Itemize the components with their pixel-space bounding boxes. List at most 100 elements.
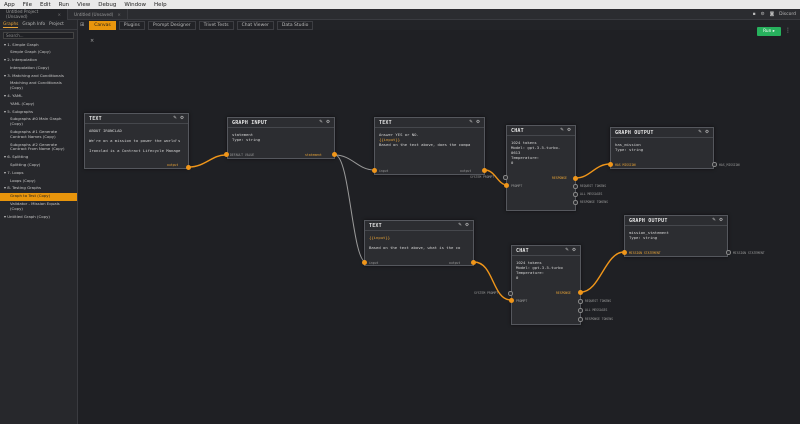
gear-icon[interactable]: ⚙ — [179, 116, 184, 121]
chevron-down-icon[interactable]: ▾ — [4, 108, 8, 114]
project-tab-untitled[interactable]: Untitled (Unsaved) × — [68, 8, 128, 20]
chevron-down-icon[interactable]: ▾ — [4, 169, 8, 175]
sidebar-item-graph[interactable]: Subgraphs #1 Generate Contract Names (Co… — [0, 129, 77, 142]
pin-icon[interactable]: ✎ — [712, 218, 716, 223]
menu-help[interactable]: Help — [154, 1, 167, 8]
node-header[interactable]: CHAT ✎⚙ — [507, 126, 575, 136]
output-port[interactable] — [573, 184, 578, 189]
chevron-down-icon[interactable]: ▾ — [4, 154, 8, 160]
tab-chat-viewer[interactable]: Chat Viewer — [236, 20, 274, 30]
graph-output-node-mission-statement[interactable]: GRAPH OUTPUT ✎⚙ mission_statement Type: … — [624, 215, 728, 257]
discord-link[interactable]: Discord — [779, 12, 796, 17]
pin-icon[interactable]: ✎ — [173, 116, 177, 121]
chat-node-1[interactable]: CHAT ✎⚙ 1024 tokens Model: gpt-3.5-turbo… — [506, 125, 576, 211]
folder-icon[interactable]: ▪ — [752, 12, 756, 17]
sidebar-tab-graph-info[interactable]: Graph Info — [22, 22, 46, 27]
sidebar-item-graph[interactable]: Graph to Test (Copy) — [0, 192, 77, 201]
tab-plugins[interactable]: Plugins — [118, 20, 145, 30]
input-port[interactable] — [362, 260, 367, 265]
output-port[interactable] — [578, 317, 583, 322]
gear-icon[interactable]: ⚙ — [566, 128, 571, 133]
input-port[interactable] — [372, 168, 377, 173]
input-port[interactable] — [622, 250, 627, 255]
node-header[interactable]: GRAPH OUTPUT ✎⚙ — [625, 216, 727, 226]
pin-icon[interactable]: ✎ — [458, 223, 462, 228]
menu-debug[interactable]: Debug — [98, 1, 117, 8]
output-port[interactable] — [186, 165, 191, 170]
tab-prompt-designer[interactable]: Prompt Designer — [147, 20, 196, 30]
sidebar-item-graph[interactable]: Interpolation (Copy) — [0, 64, 77, 72]
graph-icon[interactable]: ⊞ — [80, 22, 85, 28]
text-node-yes-no[interactable]: TEXT ✎⚙ Answer YES or NO. {{input}} Base… — [374, 117, 485, 175]
run-button[interactable]: Run ▸ — [757, 27, 781, 36]
output-port[interactable] — [578, 290, 583, 295]
graph-output-node-has-mission[interactable]: GRAPH OUTPUT ✎⚙ has_mission Type: string — [610, 127, 714, 169]
sidebar-search-input[interactable]: Search... — [3, 32, 74, 39]
output-port[interactable] — [726, 250, 731, 255]
sidebar-item-folder[interactable]: ▾ 3. Matching and Conditionals — [0, 72, 77, 80]
node-header[interactable]: GRAPH OUTPUT ✎⚙ — [611, 128, 713, 138]
input-port[interactable] — [503, 175, 508, 180]
gear-icon[interactable]: ⚙ — [571, 248, 576, 253]
input-port[interactable] — [608, 162, 613, 167]
pin-icon[interactable]: ✎ — [319, 120, 323, 125]
output-port[interactable] — [482, 168, 487, 173]
sidebar-item-graph[interactable]: Validator - Mission Equals (Copy) — [0, 201, 77, 214]
output-port[interactable] — [573, 192, 578, 197]
text-node-mission[interactable]: TEXT ✎⚙ {{input}} Based on the text abov… — [364, 220, 474, 266]
menu-view[interactable]: View — [77, 1, 91, 8]
sidebar-item-graph[interactable]: Loops (Copy) — [0, 177, 77, 185]
pin-icon[interactable]: ✎ — [469, 120, 473, 125]
node-header[interactable]: TEXT ✎⚙ — [375, 118, 484, 128]
more-options-icon[interactable]: ⋮ — [785, 27, 791, 34]
menu-app[interactable]: App — [4, 1, 15, 8]
node-header[interactable]: CHAT ✎⚙ — [512, 246, 580, 256]
pin-icon[interactable]: ✎ — [560, 128, 564, 133]
sidebar-item-folder[interactable]: ▾ 1. Simple Graph — [0, 41, 77, 49]
sidebar-item-graph[interactable]: Subgraphs #0 Main Graph (Copy) — [0, 116, 77, 129]
node-header[interactable]: TEXT ✎⚙ — [85, 114, 188, 124]
menu-run[interactable]: Run — [58, 1, 70, 8]
input-port[interactable] — [224, 152, 229, 157]
chevron-down-icon[interactable]: ▾ — [4, 93, 8, 99]
sidebar-item-folder[interactable]: ▾ 2. Interpolation — [0, 57, 77, 65]
chevron-down-icon[interactable]: ▾ — [4, 57, 8, 63]
discord-icon[interactable]: ◙ — [769, 12, 775, 17]
sidebar-tab-project[interactable]: Project — [49, 22, 64, 27]
sidebar-item-graph[interactable]: Subgraphs #2 Generate Contract From Name… — [0, 141, 77, 154]
pin-icon[interactable]: ✎ — [698, 130, 702, 135]
sidebar-item-graph[interactable]: Simple Graph (Copy) — [0, 49, 77, 57]
chevron-down-icon[interactable]: ▾ — [4, 185, 8, 191]
sidebar-tab-graphs[interactable]: Graphs — [3, 21, 19, 28]
gear-icon[interactable]: ⚙ — [325, 120, 330, 125]
sidebar-item-folder[interactable]: ▾ 5. Subgraphs — [0, 108, 77, 116]
output-port[interactable] — [471, 260, 476, 265]
gear-icon[interactable]: ⚙ — [464, 223, 469, 228]
gear-icon[interactable]: ⚙ — [475, 120, 480, 125]
close-icon[interactable]: × — [57, 11, 61, 17]
text-node-about[interactable]: TEXT ✎⚙ ABOUT IRONCLAD We're on a missio… — [84, 113, 189, 169]
project-tab-untitled-project[interactable]: Untitled Project (Unsaved) × — [0, 8, 68, 20]
output-port[interactable] — [712, 162, 717, 167]
sidebar-item-folder[interactable]: ▾ 7. Loops — [0, 169, 77, 177]
pin-icon[interactable]: ✎ — [565, 248, 569, 253]
sidebar-item-folder[interactable]: ▾ 8. Testing Graphs — [0, 185, 77, 193]
chat-node-2[interactable]: CHAT ✎⚙ 1024 tokens Model: gpt-3.5-turbo… — [511, 245, 581, 325]
gear-icon[interactable]: ⚙ — [718, 218, 723, 223]
graph-input-node[interactable]: GRAPH INPUT ✎⚙ statement Type: string — [227, 117, 335, 159]
gear-icon[interactable]: ⚙ — [704, 130, 709, 135]
sidebar-item-graph[interactable]: Matching and Conditionals (Copy) — [0, 80, 77, 93]
chevron-down-icon[interactable]: ▾ — [4, 41, 8, 47]
node-header[interactable]: GRAPH INPUT ✎⚙ — [228, 118, 334, 128]
menu-edit[interactable]: Edit — [39, 1, 51, 8]
tab-trivet-tests[interactable]: Trivet Tests — [198, 20, 234, 30]
sidebar-item-folder[interactable]: ▾ 4. YAML — [0, 93, 77, 101]
output-port[interactable] — [578, 299, 583, 304]
menu-file[interactable]: File — [22, 1, 32, 8]
settings-icon[interactable]: ⚙ — [760, 12, 765, 17]
chevron-down-icon[interactable]: ▾ — [4, 72, 8, 78]
input-port[interactable] — [508, 291, 513, 296]
input-port[interactable] — [504, 183, 509, 188]
sidebar-item-folder[interactable]: ▾ 6. Splitting — [0, 154, 77, 162]
close-icon[interactable]: × — [117, 11, 121, 17]
